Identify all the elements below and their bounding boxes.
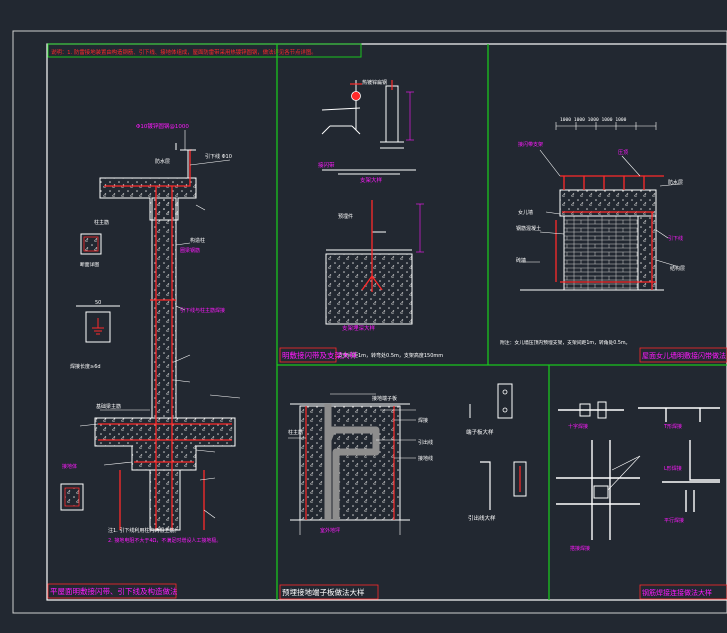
p4-label-column-bar: 柱主筋 [288,429,303,436]
p4-label-weld: 焊接 [418,417,428,424]
panel-2-title: 明敷接闪带及支架大样 [282,350,357,360]
panel-3-title: 屋面女儿墙明敷接闪带做法 [642,351,726,360]
p5-label-cross: 十字焊接 [568,423,588,430]
p1-label-column-bar: 柱主筋 [94,219,109,226]
panel-3-note: 附注：女儿墙压顶内预埋支架，支架间距1m，转角处0.5m。 [500,339,630,346]
p3-label-brick: 砖墙 [516,257,526,264]
p2-label-embed-detail: 支架埋深大样 [342,324,376,332]
p5-label-l: L形焊接 [664,465,682,472]
p1-top-dim: Φ10镀锌圆钢@1000 [136,122,189,130]
p3-dims: 1000 1000 1000 1000 1000 [560,117,627,123]
p1-label-waterproof: 防水层 [155,158,170,165]
p4-label-plate: 接地端子板 [372,395,397,402]
p1-label-weldlen: 焊接长度≥6d [70,363,101,370]
p1-note-1: 注1. 引下线利用柱内两根主筋。 [108,527,179,534]
p1-label-ground: 接地体 [62,463,77,470]
p4-label-plate-detail: 端子板大样 [466,428,494,436]
p1-label-ringbeam: 圈梁钢筋 [180,247,200,254]
p4-label-grade: 室外地坪 [320,527,340,534]
panel-5-title: 钢筋焊接连接做法大样 [642,588,712,597]
panel-3-detail: 1000 1000 1000 1000 1000 [500,117,727,363]
header-note-text: 说明：1. 防雷接地装置由构造钢筋、引下线、接地体组成，屋面防雷带采用热镀锌圆钢… [51,48,317,56]
p3-label-support: 接闪带支架 [518,141,543,148]
p5-label-lap: 搭接焊接 [570,545,590,552]
p4-label-ground-line: 接地线 [418,455,433,462]
p2-label-bar: 接闪带 [318,161,335,169]
panel-4-detail: 接地端子板 焊接 引出线 接地线 柱主筋 室外地坪 端子板大样 引出线大样 预埋… [279,383,527,600]
p3-label-waterproof: 防水层 [668,179,683,186]
p4-label-lead-detail: 引出线大样 [468,514,496,522]
p1-note-2: 2. 接地电阻不大于4Ω，不满足时增设人工接地极。 [108,537,221,544]
panel-2-note: 支架间距1m，转弯处0.5m，支架高度150mm [338,352,443,359]
p1-label-beam: 基础梁主筋 [96,403,121,410]
panel-2-detail: 热镀锌扁钢 接闪带 支架大样 预埋件 支架埋深大样 支架间距1m，转弯处0.5m… [279,79,443,363]
p4-label-lead: 引出线 [418,439,433,446]
p2-label-embed: 预埋件 [338,213,353,220]
p1-label-column: 构造柱 [190,237,205,244]
header-note: 说明：1. 防雷接地装置由构造钢筋、引下线、接地体组成，屋面防雷带采用热镀锌圆钢… [47,43,362,58]
outer-frame [12,30,727,614]
panel-1-title: 平屋面明敷接闪带、引下线及构造做法 [50,586,178,596]
p1-dim-50: 50 [95,300,101,306]
panel-4-title: 预埋接地端子板做法大样 [282,587,365,597]
p3-label-parapet: 女儿墙 [518,209,533,216]
panel-5-detail: 十字焊接 T形焊接 搭接焊接 L形焊接 平行焊接 钢筋焊接连接做法大样 [556,401,727,600]
p2-label-flatbar: 热镀锌扁钢 [362,79,387,86]
p1-label-downconductor: 引下线 Φ10 [205,153,232,160]
p3-label-downconductor: 引下线 [668,235,683,242]
panel-1-detail: Φ10镀锌圆钢@1000 防水层 引下线 Φ10 柱主筋 断面详图 构造柱 圈梁… [47,122,241,599]
p3-label-concrete: 钢筋混凝土 [516,225,541,232]
p5-label-parallel: 平行焊接 [664,517,684,524]
panel-borders [276,44,727,600]
p2-label-support: 支架大样 [360,176,383,184]
p1-label-weld: 引下线与柱主筋焊接 [180,307,225,314]
p5-label-t: T形焊接 [663,423,682,430]
p1-label-small: 断面详图 [80,261,99,268]
p3-label-structure: 结构层 [670,265,685,272]
p3-label-coping: 压顶 [618,150,628,156]
